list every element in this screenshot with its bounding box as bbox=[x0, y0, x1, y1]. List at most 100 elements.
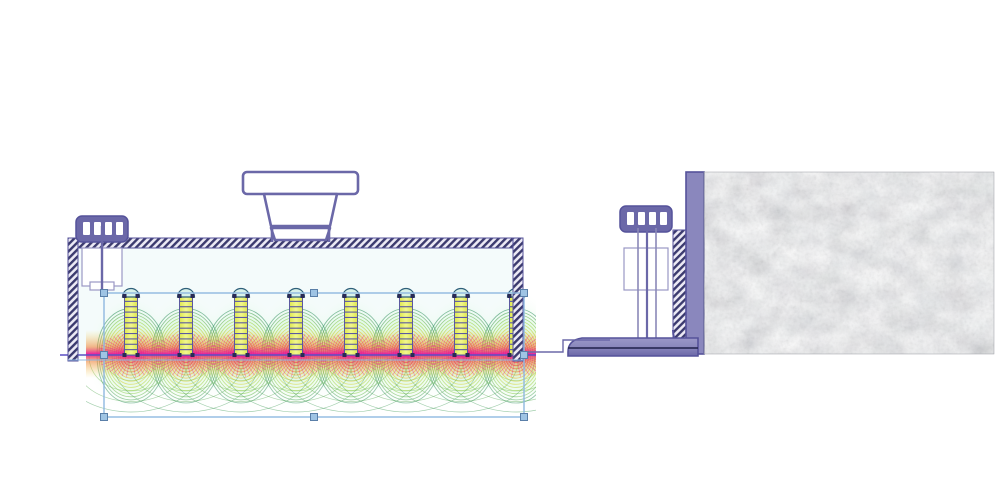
coil-node-marker bbox=[410, 294, 415, 298]
field-hot-streak bbox=[439, 354, 462, 373]
field-hot-streak bbox=[405, 354, 416, 377]
field-hot-streak bbox=[161, 354, 187, 371]
field-hot-streak bbox=[295, 354, 314, 374]
field-hot-streak bbox=[181, 354, 187, 377]
coil-node-marker bbox=[287, 294, 292, 298]
field-hot-streak bbox=[405, 354, 431, 371]
field-hot-streak bbox=[378, 354, 407, 368]
field-hot-streak bbox=[213, 354, 242, 368]
coil-node-marker bbox=[287, 353, 292, 357]
field-hot-streak bbox=[295, 354, 321, 371]
field-hot-streak bbox=[401, 354, 407, 377]
field-hot-streak bbox=[106, 354, 132, 371]
coil-node-marker bbox=[122, 294, 127, 298]
coil-4[interactable] bbox=[286, 287, 306, 358]
right-fixture-group[interactable] bbox=[619, 205, 673, 351]
field-hot-streak bbox=[231, 354, 242, 377]
field-hot-streak bbox=[291, 354, 297, 377]
coil-node-marker bbox=[232, 353, 237, 357]
field-hot-streak bbox=[341, 354, 352, 377]
funnel-hopper-assembly[interactable] bbox=[241, 170, 360, 242]
field-hot-streak bbox=[117, 354, 132, 376]
field-hot-streak bbox=[295, 354, 301, 377]
coil-node-marker bbox=[300, 353, 305, 357]
right-hatched-pier[interactable] bbox=[672, 229, 688, 343]
handle-bottom-mid[interactable] bbox=[310, 413, 318, 421]
coil-node-marker bbox=[190, 353, 195, 357]
field-hot-streak bbox=[350, 354, 365, 376]
field-hot-streak bbox=[103, 354, 132, 368]
field-hot-streak bbox=[350, 354, 356, 377]
field-hot-streak bbox=[130, 354, 159, 368]
coil-array[interactable] bbox=[121, 287, 526, 358]
field-hot-streak bbox=[185, 354, 204, 374]
handle-top-left[interactable] bbox=[100, 289, 108, 297]
funnel-body[interactable] bbox=[262, 192, 339, 228]
handle-mid-right[interactable] bbox=[520, 351, 528, 359]
coil-node-marker bbox=[177, 294, 182, 298]
field-hot-streak bbox=[185, 354, 191, 377]
left-hatched-wall[interactable] bbox=[67, 237, 79, 362]
field-hot-streak bbox=[185, 354, 214, 368]
field-hot-streak bbox=[350, 354, 373, 373]
field-hot-streak bbox=[185, 354, 208, 373]
handle-top-right[interactable] bbox=[520, 289, 528, 297]
field-hot-streak bbox=[130, 354, 153, 373]
coil-7[interactable] bbox=[451, 287, 471, 358]
field-hot-streak bbox=[456, 354, 462, 377]
coil-node-marker bbox=[507, 353, 512, 357]
coil-node-marker bbox=[342, 353, 347, 357]
field-hot-streak bbox=[350, 354, 376, 371]
field-hot-streak bbox=[164, 354, 187, 373]
left-fixture-group[interactable] bbox=[75, 215, 129, 291]
field-hot-streak bbox=[126, 354, 132, 377]
field-hot-streak bbox=[274, 354, 297, 373]
coil-1[interactable] bbox=[121, 287, 141, 357]
field-hot-streak bbox=[172, 354, 187, 376]
selection-bounding-box[interactable] bbox=[100, 289, 528, 421]
coil-node-marker bbox=[452, 353, 457, 357]
field-hot-streak bbox=[282, 354, 297, 376]
field-hot-streak bbox=[323, 354, 352, 368]
field-hot-streak bbox=[447, 354, 462, 376]
right-hatched-wall[interactable] bbox=[512, 237, 524, 362]
concrete-texture-panel[interactable] bbox=[703, 171, 995, 355]
coil-2[interactable] bbox=[176, 287, 196, 358]
field-hot-streak bbox=[405, 354, 411, 377]
coil-node-marker bbox=[465, 294, 470, 298]
handle-top-mid[interactable] bbox=[310, 289, 318, 297]
funnel-cap[interactable] bbox=[241, 170, 360, 196]
right-structure-group[interactable] bbox=[523, 171, 705, 357]
field-hot-streak bbox=[350, 354, 379, 368]
field-hot-streak bbox=[185, 354, 211, 371]
field-hot-streak bbox=[295, 354, 310, 376]
handle-bottom-right[interactable] bbox=[520, 413, 528, 421]
field-visualization[interactable] bbox=[57, 290, 590, 414]
field-hot-streak bbox=[295, 354, 318, 373]
coil-node-marker bbox=[135, 353, 140, 357]
vertical-column[interactable] bbox=[685, 171, 705, 355]
coil-3[interactable] bbox=[231, 287, 251, 358]
coil-5[interactable] bbox=[341, 287, 361, 358]
coil-node-marker bbox=[177, 353, 182, 357]
handle-mid-left[interactable] bbox=[100, 351, 108, 359]
field-hot-streak bbox=[494, 354, 517, 373]
field-hot-streak bbox=[436, 354, 462, 371]
field-hot-streak bbox=[460, 354, 486, 371]
terminal-block-right-slots bbox=[627, 212, 667, 225]
field-hot-streak bbox=[329, 354, 352, 373]
coil-6[interactable] bbox=[396, 287, 416, 358]
field-hot-streak bbox=[227, 354, 242, 376]
field-hot-streak bbox=[405, 354, 420, 376]
funnel-neck[interactable] bbox=[269, 226, 332, 242]
selection-handles[interactable] bbox=[100, 289, 528, 421]
field-hot-streak bbox=[460, 354, 471, 377]
coil-node-marker bbox=[245, 294, 250, 298]
field-hot-streak bbox=[405, 354, 434, 368]
field-hot-streak bbox=[240, 354, 255, 376]
field-hot-streak bbox=[326, 354, 352, 371]
field-hot-streak bbox=[130, 354, 145, 376]
handle-bottom-left[interactable] bbox=[100, 413, 108, 421]
field-hot-streak bbox=[240, 354, 251, 377]
